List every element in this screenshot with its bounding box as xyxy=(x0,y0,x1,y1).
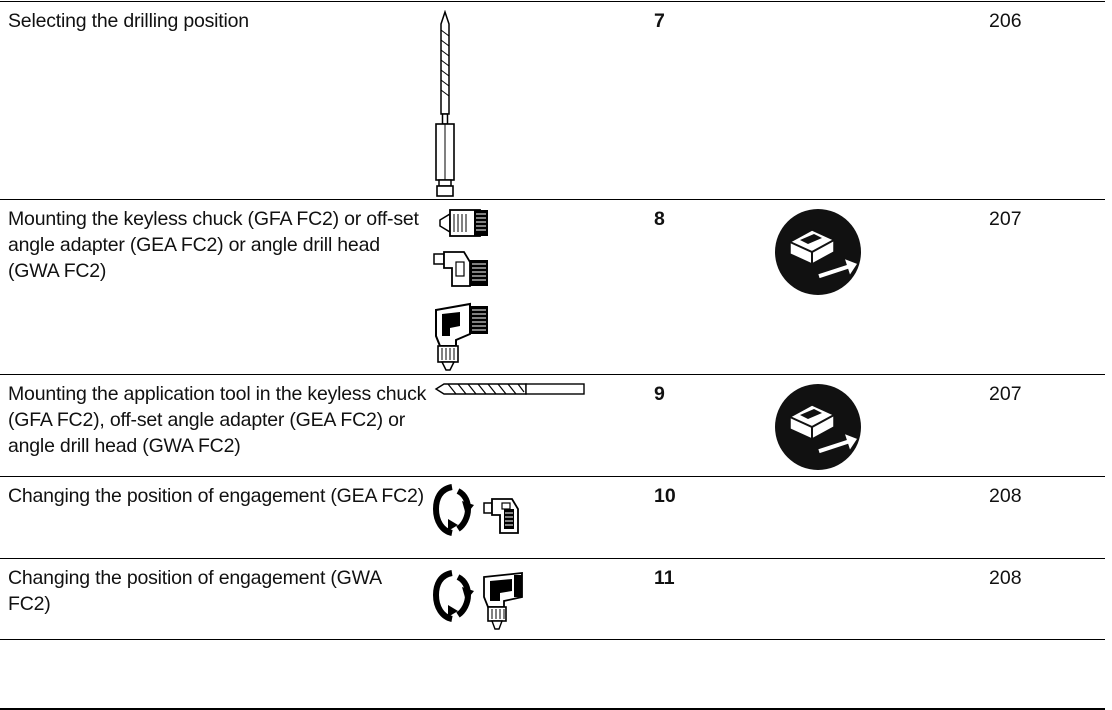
row-divider xyxy=(0,374,1105,375)
remove-battery-icon xyxy=(775,384,861,470)
figure-number: 8 xyxy=(654,208,665,230)
row-divider xyxy=(0,558,1105,559)
figure-number: 7 xyxy=(654,10,665,32)
table-row: Mounting the application tool in the key… xyxy=(0,375,1105,476)
figure-number: 11 xyxy=(654,567,675,589)
row-description: Mounting the application tool in the key… xyxy=(8,383,427,457)
hex-drill-bit-icon xyxy=(435,10,455,197)
row-divider xyxy=(0,199,1105,200)
row-description: Changing the position of engagement (GEA… xyxy=(8,485,424,507)
page-number: 206 xyxy=(989,10,1022,32)
row-description: Changing the position of engagement (GWA… xyxy=(8,567,381,615)
table-bottom-rule xyxy=(0,708,1105,710)
table-row: Mounting the keyless chuck (GFA FC2) or … xyxy=(0,200,1105,374)
row-divider xyxy=(0,639,1105,640)
remove-battery-icon xyxy=(775,209,861,295)
page-number: 208 xyxy=(989,485,1022,507)
row-description: Selecting the drilling position xyxy=(8,10,249,32)
page-number: 207 xyxy=(989,208,1022,230)
drill-bit-icon xyxy=(434,383,585,395)
attachments-set-icon xyxy=(433,209,488,371)
table-row: Changing the position of engagement (GEA… xyxy=(0,477,1105,558)
rotate-offset-adapter-icon xyxy=(432,484,519,536)
rotate-angle-head-icon xyxy=(432,570,523,630)
page-number: 208 xyxy=(989,567,1022,589)
row-description: Mounting the keyless chuck (GFA FC2) or … xyxy=(8,208,419,282)
row-divider xyxy=(0,476,1105,477)
figure-number: 9 xyxy=(654,383,665,405)
table-row: Changing the position of engagement (GWA… xyxy=(0,559,1105,639)
figure-number: 10 xyxy=(654,485,676,507)
page-number: 207 xyxy=(989,383,1022,405)
table-row: Selecting the drilling position 7 206 xyxy=(0,2,1105,199)
table-top-rule xyxy=(0,1,1105,2)
